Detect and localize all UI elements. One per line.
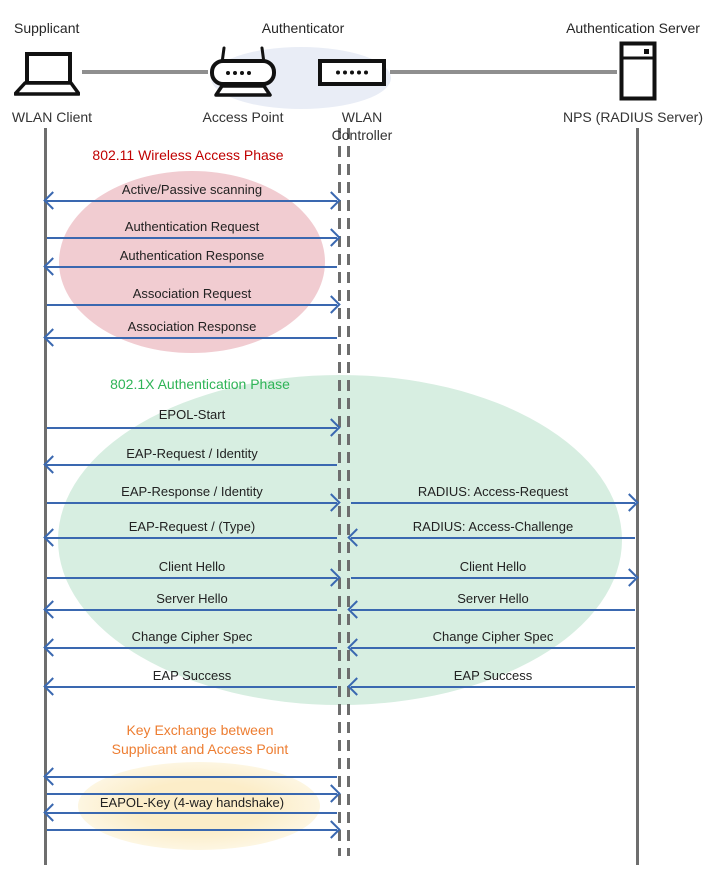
message-line xyxy=(47,793,337,795)
message-label: Change Cipher Spec xyxy=(432,629,554,644)
message-line xyxy=(47,337,337,339)
message-line xyxy=(47,609,337,611)
message-label: Change Cipher Spec xyxy=(131,629,253,644)
message-label: Client Hello xyxy=(459,559,527,574)
message-line xyxy=(47,686,337,688)
phase-title-8021x: 802.1X Authentication Phase xyxy=(110,376,290,392)
message-line xyxy=(47,304,337,306)
device-label-wlan-client: WLAN Client xyxy=(11,109,93,125)
device-label-nps: NPS (RADIUS Server) xyxy=(562,109,704,125)
device-label-wlan-controller: WLAN Controller xyxy=(331,109,393,143)
message-line xyxy=(47,266,337,268)
controller-icon xyxy=(318,59,386,86)
topology-link-line xyxy=(390,70,617,74)
message-label: Authentication Response xyxy=(119,248,265,263)
message-label: RADIUS: Access-Challenge xyxy=(412,519,574,534)
message-label: Association Request xyxy=(132,286,252,301)
message-line xyxy=(47,237,337,239)
role-label-supplicant: Supplicant xyxy=(14,20,80,36)
message-line xyxy=(351,609,635,611)
role-label-authentication-server: Authentication Server xyxy=(566,20,700,36)
message-line xyxy=(351,537,635,539)
phase-title-key-exchange-line1: Key Exchange between xyxy=(126,722,274,738)
message-label: Active/Passive scanning xyxy=(121,182,263,197)
message-line xyxy=(47,427,337,429)
message-line xyxy=(47,577,337,579)
laptop-icon xyxy=(14,52,80,96)
message-label: EAP Success xyxy=(453,668,533,683)
access-point-icon xyxy=(210,46,276,97)
message-label: EAPOL-Key (4-way handshake) xyxy=(99,795,285,810)
phase-title-key-exchange: Key Exchange between Supplicant and Acce… xyxy=(80,721,320,759)
message-line xyxy=(351,502,635,504)
message-line xyxy=(47,812,337,814)
message-line xyxy=(351,686,635,688)
message-line xyxy=(351,647,635,649)
device-label-access-point: Access Point xyxy=(202,109,284,125)
message-line xyxy=(47,502,337,504)
lifeline-nps xyxy=(636,128,639,865)
phase-title-key-exchange-line2: Supplicant and Access Point xyxy=(111,741,289,757)
lifeline-wlan-controller-dash-1 xyxy=(338,128,341,856)
message-line xyxy=(47,647,337,649)
message-label: EAP-Request / (Type) xyxy=(128,519,256,534)
message-line xyxy=(47,464,337,466)
message-line xyxy=(47,537,337,539)
message-line xyxy=(47,200,337,202)
message-line xyxy=(47,776,337,778)
role-label-authenticator: Authenticator xyxy=(261,20,345,36)
message-line xyxy=(47,829,337,831)
message-label: Server Hello xyxy=(156,591,228,606)
message-label: Authentication Request xyxy=(124,219,260,234)
message-label: Client Hello xyxy=(158,559,226,574)
message-label: Server Hello xyxy=(457,591,529,606)
message-label: EAP Success xyxy=(152,668,232,683)
message-label: EAP-Request / Identity xyxy=(126,446,258,461)
message-label: RADIUS: Access-Request xyxy=(417,484,569,499)
phase-title-80211: 802.11 Wireless Access Phase xyxy=(92,147,284,163)
message-line xyxy=(351,577,635,579)
lifeline-wlan-client xyxy=(44,128,47,865)
topology-link-line xyxy=(82,70,208,74)
message-label: Association Response xyxy=(127,319,257,334)
lifeline-wlan-controller-dash-2 xyxy=(347,128,350,856)
message-label: EPOL-Start xyxy=(158,407,226,422)
message-label: EAP-Response / Identity xyxy=(121,484,263,499)
server-icon xyxy=(619,41,657,101)
